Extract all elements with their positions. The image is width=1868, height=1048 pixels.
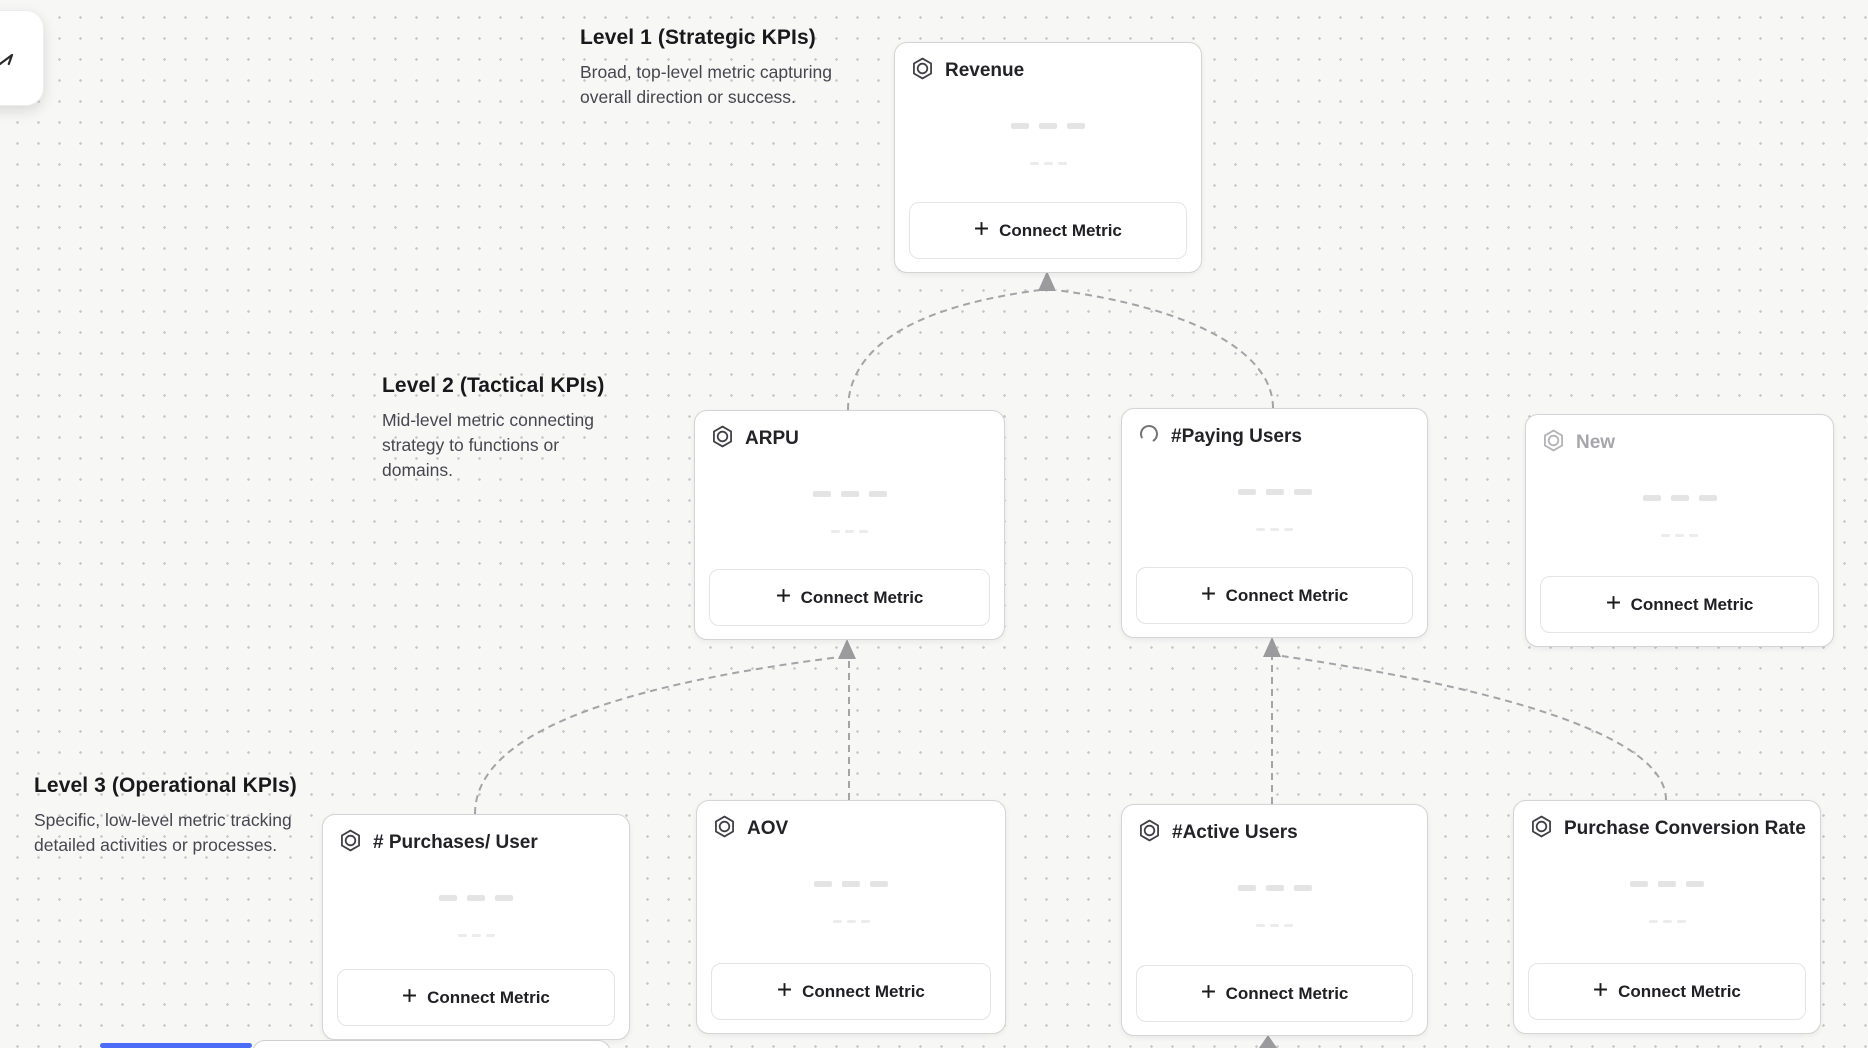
- level-1-title: Level 1 (Strategic KPIs): [580, 26, 816, 49]
- connect-metric-button[interactable]: Connect Metric: [1136, 567, 1413, 624]
- connect-metric-button[interactable]: Connect Metric: [1540, 576, 1819, 633]
- metric-hexagon-icon: [339, 829, 362, 857]
- metric-title: Purchase Conversion Rate: [1564, 818, 1806, 839]
- plus-icon: [974, 221, 989, 241]
- plus-icon: [1201, 984, 1216, 1004]
- cursor-icon: [0, 53, 14, 66]
- metric-hexagon-icon: [711, 425, 734, 453]
- level-3-label: Level 3 (Operational KPIs) Specific, low…: [34, 774, 310, 858]
- metric-title: #Paying Users: [1171, 425, 1302, 447]
- metric-hexagon-icon: [911, 57, 934, 85]
- level-2-description: Mid-level metric connecting strategy to …: [382, 410, 595, 480]
- partial-toolbar-button[interactable]: [0, 10, 44, 106]
- connector-purchases-to-arpu: [474, 656, 841, 815]
- connect-metric-button[interactable]: Connect Metric: [337, 969, 615, 1026]
- level-3-description: Specific, low-level metric tracking deta…: [34, 810, 292, 855]
- metric-title: #Active Users: [1172, 822, 1298, 843]
- level-2-title: Level 2 (Tactical KPIs): [382, 374, 605, 397]
- partial-metric-card-bottom[interactable]: [252, 1040, 611, 1048]
- skeleton-row: [1122, 489, 1427, 495]
- skeleton-row: [895, 123, 1201, 129]
- connect-metric-button[interactable]: Connect Metric: [709, 569, 990, 626]
- plus-icon: [402, 988, 417, 1008]
- plus-icon: [1201, 586, 1216, 606]
- metric-title: New: [1576, 432, 1616, 453]
- metric-title: # Purchases/ User: [373, 832, 538, 853]
- metric-card-aov[interactable]: AOV Connect Metric: [696, 800, 1006, 1034]
- connect-metric-label: Connect Metric: [999, 220, 1122, 240]
- connect-metric-button[interactable]: Connect Metric: [1528, 963, 1806, 1020]
- metric-title: Revenue: [945, 60, 1025, 81]
- canvas-horizontal-scrollbar[interactable]: [100, 1043, 252, 1048]
- metric-hexagon-icon: [1542, 429, 1565, 457]
- connect-metric-label: Connect Metric: [1618, 981, 1741, 1001]
- skeleton-row: [697, 920, 1005, 923]
- arrowhead-active: [1259, 1035, 1277, 1048]
- skeleton-row: [1122, 528, 1427, 531]
- connect-metric-button[interactable]: Connect Metric: [1136, 965, 1413, 1022]
- plus-icon: [777, 982, 792, 1002]
- metric-hexagon-icon: [1138, 819, 1161, 847]
- skeleton-row: [323, 895, 629, 901]
- skeleton-row: [697, 881, 1005, 887]
- connect-metric-label: Connect Metric: [1225, 983, 1349, 1003]
- connect-metric-label: Connect Metric: [1225, 585, 1349, 605]
- arrowhead-revenue: [1038, 271, 1056, 291]
- metric-hexagon-icon: [713, 815, 736, 843]
- metric-card-paying-users[interactable]: #Paying Users Connect Metric: [1121, 408, 1428, 638]
- connect-metric-button[interactable]: Connect Metric: [909, 202, 1187, 259]
- plus-icon: [1606, 595, 1621, 615]
- metric-card-new[interactable]: New Connect Metric: [1525, 414, 1834, 647]
- metric-card-arpu[interactable]: ARPU Connect Metric: [694, 410, 1005, 640]
- skeleton-row: [695, 530, 1004, 533]
- skeleton-row: [695, 491, 1004, 497]
- connector-paying-to-revenue: [1055, 289, 1274, 409]
- connect-metric-label: Connect Metric: [1630, 594, 1754, 614]
- arrowhead-paying: [1263, 637, 1281, 657]
- metric-title: AOV: [747, 818, 789, 839]
- skeleton-row: [1526, 534, 1833, 537]
- skeleton-row: [1122, 924, 1427, 927]
- metric-card-purchases-per-user[interactable]: # Purchases/ User Connect Metric: [322, 814, 630, 1040]
- level-1-description: Broad, top-level metric capturing overal…: [580, 62, 832, 107]
- metric-hexagon-icon: [1530, 815, 1553, 843]
- skeleton-row: [323, 934, 629, 937]
- connector-arpu-to-revenue: [847, 289, 1041, 411]
- metric-card-active-users[interactable]: #Active Users Connect Metric: [1121, 804, 1428, 1036]
- skeleton-row: [1514, 920, 1820, 923]
- spinner-icon: [1138, 423, 1160, 450]
- metric-card-purchase-conversion-rate[interactable]: Purchase Conversion Rate Connect Metric: [1513, 800, 1821, 1034]
- level-2-label: Level 2 (Tactical KPIs) Mid-level metric…: [382, 374, 630, 483]
- connect-metric-label: Connect Metric: [800, 587, 924, 607]
- metric-title: ARPU: [745, 428, 799, 449]
- skeleton-row: [1514, 881, 1820, 887]
- connect-metric-label: Connect Metric: [427, 987, 550, 1007]
- connect-metric-label: Connect Metric: [802, 981, 925, 1001]
- level-3-title: Level 3 (Operational KPIs): [34, 774, 297, 797]
- connect-metric-button[interactable]: Connect Metric: [711, 963, 991, 1020]
- skeleton-row: [895, 162, 1201, 165]
- level-1-label: Level 1 (Strategic KPIs) Broad, top-leve…: [580, 26, 836, 110]
- skeleton-row: [1122, 885, 1427, 891]
- arrowhead-arpu: [838, 639, 856, 659]
- plus-icon: [1593, 982, 1608, 1002]
- connector-pcr-to-paying: [1281, 655, 1667, 801]
- skeleton-row: [1526, 495, 1833, 501]
- plus-icon: [776, 588, 791, 608]
- metric-card-revenue[interactable]: Revenue Connect Metric: [894, 42, 1202, 273]
